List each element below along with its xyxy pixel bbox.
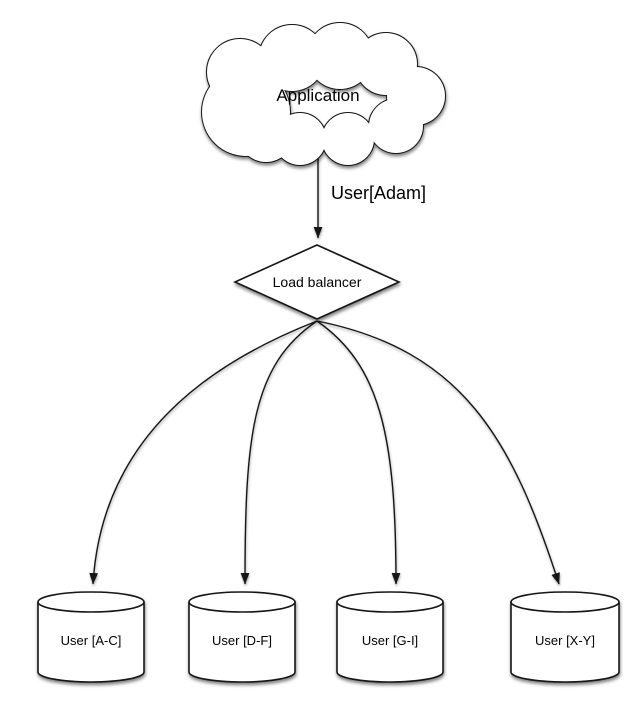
db-4-label: User [X-Y] <box>535 633 595 648</box>
db-node-3: User [G-I] <box>336 591 444 683</box>
edges <box>89 158 560 585</box>
cylinder-shape <box>37 591 145 683</box>
application-node: Application <box>201 22 446 166</box>
cylinder-shape <box>510 591 620 683</box>
db-3-label: User [G-I] <box>362 633 418 648</box>
application-label: Application <box>276 86 359 105</box>
db-node-1: User [A-C] <box>37 591 145 683</box>
cylinder-shape <box>188 591 296 683</box>
db-node-4: User [X-Y] <box>510 591 620 683</box>
edge-loadbalancer-to-db-2 <box>240 320 318 585</box>
loadbalancer-label: Load balancer <box>273 274 362 290</box>
diamond-shape <box>233 244 401 320</box>
loadbalancer-node: Load balancer <box>233 244 401 320</box>
db-1-label: User [A-C] <box>61 633 122 648</box>
edge-loadbalancer-to-db-4 <box>316 320 560 585</box>
edge-loadbalancer-to-db-1 <box>89 320 318 585</box>
edge-label-user-adam: User[Adam] <box>331 183 426 203</box>
cylinder-shape <box>336 591 444 683</box>
db-2-label: User [D-F] <box>212 633 272 648</box>
db-node-2: User [D-F] <box>188 591 296 683</box>
edge-loadbalancer-to-db-3 <box>316 320 401 585</box>
